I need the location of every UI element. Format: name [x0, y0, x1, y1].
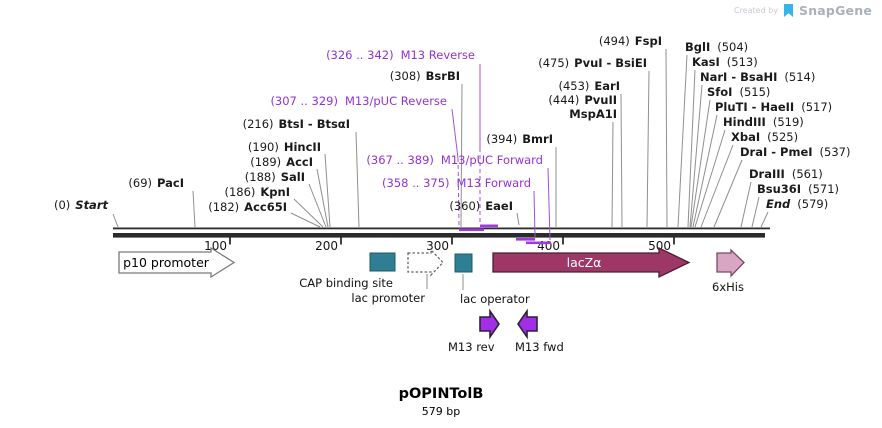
pvuii-connector-line	[611, 121, 614, 228]
ruler-tick-label: 100	[204, 239, 227, 253]
m13-forward-connector-line	[533, 190, 536, 238]
map-backbone-thin-line	[113, 227, 770, 230]
draiii-connector-line	[740, 181, 752, 228]
start-connector-line	[112, 213, 119, 228]
p10-promoter-arrow	[118, 246, 236, 279]
ruler-tick-label: 400	[537, 239, 560, 253]
ruler-tick-label: 300	[426, 239, 449, 253]
hincii-connector-line	[324, 153, 331, 228]
m13-puc-forward-connector-line	[547, 167, 551, 241]
m13-puc-reverse-connector-line	[457, 157, 460, 227]
paci-connector-line	[192, 190, 196, 228]
lac-promoter-arrow	[407, 248, 444, 277]
hindiii-connector-line	[694, 129, 726, 228]
ruler-tick-label: 200	[315, 239, 338, 253]
m13-fwd-arrow	[517, 308, 538, 340]
m13-puc-reverse-connector-line	[451, 108, 459, 159]
acci-connector-line	[316, 168, 329, 228]
nari-bsahi-connector-line	[689, 84, 703, 228]
lac-operator-box	[454, 253, 473, 273]
plasmid-name: pOPINTolB	[398, 386, 484, 402]
bsrbi-connector-line	[460, 83, 463, 228]
sali-connector-line	[308, 183, 327, 228]
m13-puc-reverse-bar	[459, 228, 484, 232]
ruler-tick-label: 500	[648, 239, 671, 253]
lacza-arrow	[492, 246, 691, 279]
pvui-bsiei-connector-line	[646, 70, 650, 228]
drai-pmei-connector-line	[713, 159, 743, 228]
btsi-btsai-connector-line	[355, 131, 360, 228]
pluti-haeii-connector-line	[692, 114, 718, 228]
m13-rev-arrow	[479, 308, 500, 340]
m13-forward-bar	[516, 238, 535, 241]
m13-puc-forward-bar	[526, 241, 551, 245]
bsu36i-connector-line	[751, 196, 760, 228]
eaei-connector-line	[516, 212, 520, 226]
plasmid-length: 579 bp	[421, 405, 461, 418]
end-connector-line	[760, 211, 769, 228]
snapgene-credit: Created by SnapGene	[734, 3, 872, 18]
his-tag-arrow	[716, 248, 745, 278]
snapgene-brand-text: SnapGene	[799, 3, 872, 18]
cap-binding-site-box	[369, 252, 396, 272]
bgli-connector-line	[677, 54, 688, 228]
title-block: pOPINTolB 579 bp	[0, 386, 882, 418]
xbai-connector-line	[700, 144, 734, 228]
eari-connector-line	[620, 93, 623, 228]
fspi-connector-line	[665, 48, 668, 228]
kpni-connector-line	[293, 198, 324, 228]
kasi-connector-line	[687, 69, 696, 228]
snapgene-logo-icon	[784, 3, 793, 17]
sfoi-connector-line	[690, 99, 711, 228]
acc65i-connector-line	[290, 212, 321, 228]
lacza-arrow-label: lacZα	[567, 255, 602, 270]
m13-reverse-bar	[480, 224, 498, 228]
map-backbone-thick-line	[113, 233, 765, 238]
p10-promoter-arrow-label: p10 promoter	[123, 255, 210, 270]
created-by-text: Created by	[733, 6, 778, 15]
